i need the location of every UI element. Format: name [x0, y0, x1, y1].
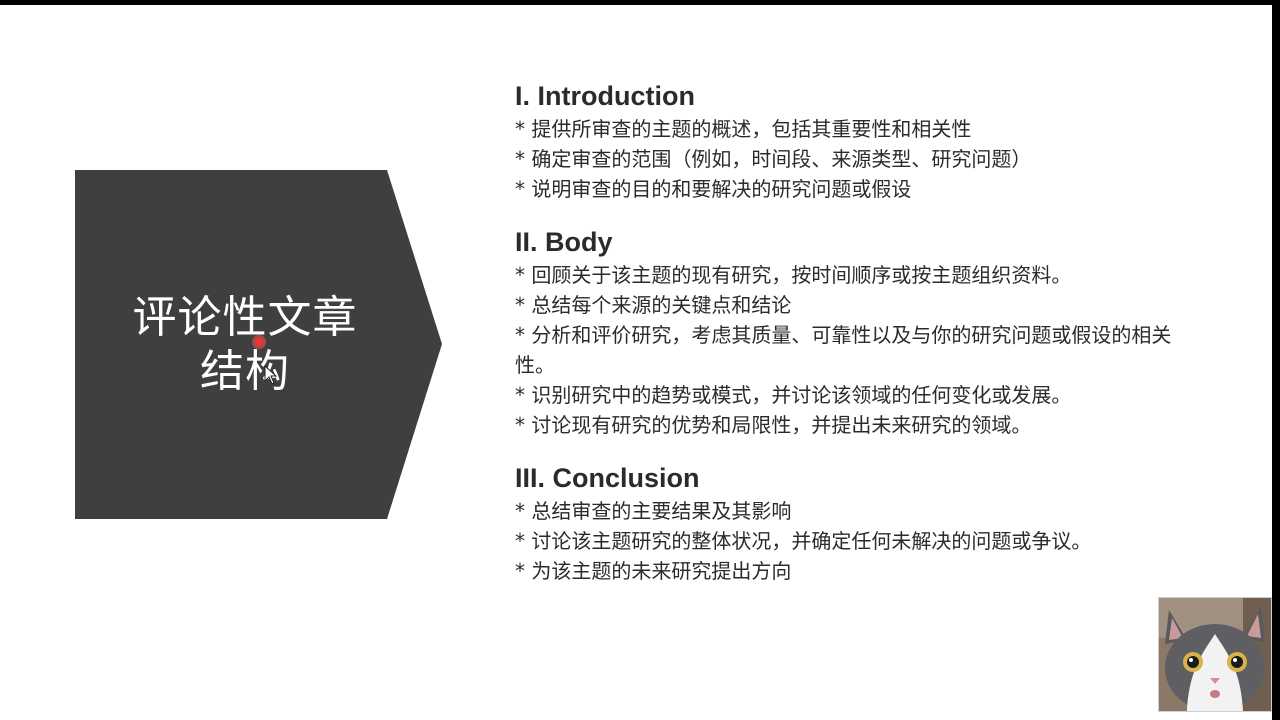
bullet-item: * 提供所审查的主题的概述，包括其重要性和相关性: [515, 117, 972, 141]
section-body: II. Body * 回顾关于该主题的现有研究，按时间顺序或按主题组织资料。 *…: [515, 226, 1195, 440]
section-heading: II. Body: [515, 227, 613, 257]
section-heading: III. Conclusion: [515, 463, 700, 493]
top-letterbox-bar: [0, 0, 1280, 5]
presentation-slide: 评论性文章 结构 I. Introduction * 提供所审查的主题的概述，包…: [0, 5, 1272, 720]
bullet-item: * 识别研究中的趋势或模式，并讨论该领域的任何变化或发展。: [515, 383, 1072, 407]
laser-pointer-icon: [252, 335, 266, 349]
section-conclusion: III. Conclusion * 总结审查的主要结果及其影响 * 讨论该主题研…: [515, 462, 1195, 586]
bullet-item: * 为该主题的未来研究提出方向: [515, 559, 792, 583]
section-heading: I. Introduction: [515, 81, 695, 111]
bullet-item: * 总结每个来源的关键点和结论: [515, 293, 792, 317]
slide-title-line-2: 结构: [200, 345, 290, 397]
arrow-cursor-icon: [264, 364, 278, 389]
webcam-overlay: [1158, 597, 1272, 712]
slide-title: 评论性文章 结构: [75, 170, 415, 519]
section-introduction: I. Introduction * 提供所审查的主题的概述，包括其重要性和相关性…: [515, 80, 1195, 204]
bullet-item: * 回顾关于该主题的现有研究，按时间顺序或按主题组织资料。: [515, 263, 1072, 287]
bullet-item: * 确定审查的范围（例如，时间段、来源类型、研究问题）: [515, 147, 1032, 171]
bullet-item: * 说明审查的目的和要解决的研究问题或假设: [515, 177, 912, 201]
slide-title-line-1: 评论性文章: [132, 291, 358, 343]
webcam-cat-icon: [1159, 598, 1271, 711]
bullet-item: * 讨论现有研究的优势和局限性，并提出未来研究的领域。: [515, 413, 1032, 437]
bullet-item: * 讨论该主题研究的整体状况，并确定任何未解决的问题或争议。: [515, 529, 1092, 553]
bullet-item: * 总结审查的主要结果及其影响: [515, 499, 792, 523]
right-letterbox-bar: [1272, 0, 1280, 720]
bullet-item: * 分析和评价研究，考虑其质量、可靠性以及与你的研究问题或假设的相关性。: [515, 323, 1172, 377]
outline-content: I. Introduction * 提供所审查的主题的概述，包括其重要性和相关性…: [515, 80, 1195, 586]
